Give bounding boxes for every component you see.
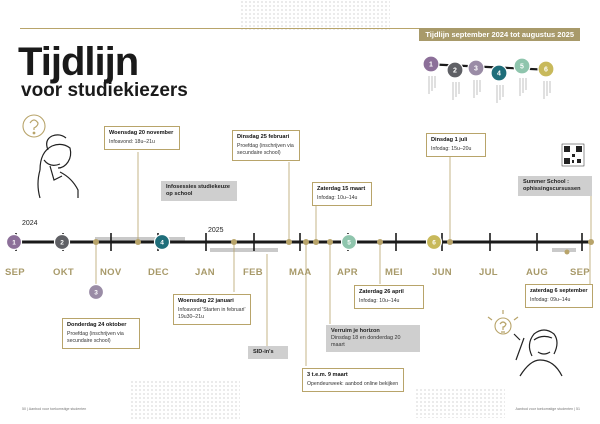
footer-left: 50 | Aanbod voor toekomstige studenten — [22, 407, 87, 411]
timeline-markers: 1 2 3 4 5 6 — [5, 233, 443, 301]
timeline-marker: 6 — [425, 233, 443, 251]
event-card-okt24: Donderdag 24 oktober Proefdag (inschrijv… — [62, 318, 140, 349]
page-subtitle: voor studiekiezers — [21, 80, 188, 101]
marker-number: 1 — [429, 62, 433, 69]
timeline-marker: 5 — [340, 233, 358, 251]
period-bar-summer — [552, 248, 576, 252]
event-card-summer: Summer School : ophissingscursussen — [518, 176, 592, 196]
event-text: Proefdag (inschrijven via secundaire sch… — [237, 143, 294, 156]
marker-number: 2 — [60, 239, 64, 246]
marker-number: 1 — [12, 239, 16, 246]
qr-code-icon — [561, 143, 585, 167]
legend-axis — [423, 62, 553, 72]
event-card-sep6: zaterdag 6 september Infodag: 09u–14u — [525, 284, 593, 308]
marker-number: 3 — [474, 66, 478, 73]
timeline-marker: 4 — [153, 233, 171, 251]
marker-number: 2 — [453, 68, 457, 75]
marker-number: 4 — [160, 239, 164, 246]
legend-marker: 6 — [537, 60, 555, 99]
event-text: Infodag: 09u–14u — [530, 297, 571, 303]
legend-marker: 3 — [467, 59, 485, 98]
month-label: OKT — [53, 267, 74, 278]
marker-number: 3 — [94, 289, 98, 296]
period-bar-autumn — [95, 237, 185, 241]
event-title: Dinsdag 1 juli — [431, 137, 468, 143]
event-title: Dinsdag 25 februari — [237, 134, 290, 140]
month-label: SEP — [570, 267, 590, 278]
year-label-2024: 2024 — [22, 220, 38, 227]
event-text: Infoavond 'Starten in februari' 19u30–21… — [178, 307, 246, 320]
decor-dots-bottom-left — [130, 380, 240, 420]
event-text: Proefdag (inschrijven via secundaire sch… — [67, 331, 124, 344]
legend-marker: 1 — [422, 55, 440, 94]
event-title: Woensdag 20 november — [109, 130, 174, 136]
month-label: JUL — [479, 267, 498, 278]
event-card-jan22: Woensdag 22 januari Infoavond 'Starten i… — [173, 294, 251, 325]
page-title: Tijdlijn — [18, 40, 139, 84]
timeline-marker: 1 — [5, 233, 23, 251]
event-card-infosessies: Infosessies studiekeuze op school — [161, 181, 237, 201]
marker-number: 5 — [347, 239, 351, 246]
decor-dots-bottom-right — [415, 388, 505, 418]
event-card-sidins: SID-in's — [248, 346, 288, 359]
header-rule — [20, 28, 580, 29]
event-title: Infosessies studiekeuze op school — [166, 184, 231, 197]
period-bar-sidins — [210, 248, 278, 252]
event-card-horizon: Verruim je horizon Dinsdag 18 en donderd… — [326, 325, 420, 352]
idea-person-icon — [487, 310, 563, 377]
month-label: AUG — [526, 267, 549, 278]
month-label: MEI — [385, 267, 403, 278]
footer-right: Aanbod voor toekomstige studenten | 51 — [515, 407, 580, 411]
month-label: NOV — [100, 267, 122, 278]
event-text: Dinsdag 18 en donderdag 20 maart — [331, 335, 401, 348]
event-card-feb25: Dinsdag 25 februari Proefdag (inschrijve… — [232, 130, 300, 161]
event-card-apr26: Zaterdag 26 april Infodag: 10u–14u — [354, 285, 424, 309]
month-label: JUN — [432, 267, 452, 278]
header-banner: Tijdlijn september 2024 tot augustus 202… — [419, 28, 580, 41]
marker-number: 6 — [432, 239, 436, 246]
event-text: Infodag: 10u–14u — [317, 195, 358, 201]
event-title: Zaterdag 15 maart — [317, 186, 366, 192]
event-title: 3 t.e.m. 9 maart — [307, 372, 348, 378]
event-title: Donderdag 24 oktober — [67, 322, 127, 328]
decor-dots-top — [240, 0, 390, 30]
event-title: Summer School : ophissingscursussen — [523, 179, 581, 192]
event-text: Infodag: 10u–14u — [359, 298, 400, 304]
marker-number: 4 — [497, 71, 501, 78]
month-label: APR — [337, 267, 358, 278]
timeline-marker: 3 — [87, 283, 105, 301]
event-card-mrt15: Zaterdag 15 maart Infodag: 10u–14u — [312, 182, 372, 206]
event-text: Infodag: 15u–20u — [431, 146, 472, 152]
timeline-marker: 2 — [53, 233, 71, 251]
month-label: FEB — [243, 267, 263, 278]
legend-marker: 4 — [490, 64, 508, 103]
year-label-2025: 2025 — [208, 227, 224, 234]
event-card-jul1: Dinsdag 1 juli Infodag: 15u–20u — [426, 133, 486, 157]
legend-markers: 1 2 3 4 5 6 — [422, 55, 555, 103]
month-label: DEC — [148, 267, 169, 278]
marker-number: 5 — [520, 64, 524, 71]
month-label: SEP — [5, 267, 25, 278]
event-text: Opendeurweek: aanbod online bekijken — [307, 381, 399, 387]
legend-marker: 2 — [446, 61, 464, 100]
event-title: Zaterdag 26 april — [359, 289, 404, 295]
event-title: zaterdag 6 september — [530, 288, 588, 294]
marker-number: 6 — [544, 67, 548, 74]
thinking-person-icon — [22, 114, 79, 199]
legend-marker: 5 — [513, 57, 531, 96]
month-label: MAA — [289, 267, 312, 278]
event-title: Woensdag 22 januari — [178, 298, 234, 304]
event-card-mrt3: 3 t.e.m. 9 maart Opendeurweek: aanbod on… — [302, 368, 404, 392]
event-title: Verruim je horizon — [331, 328, 380, 334]
event-card-nov20: Woensdag 20 november Infoavond: 18u–21u — [104, 126, 180, 150]
event-title: SID-in's — [253, 349, 274, 355]
event-text: Infoavond: 18u–21u — [109, 139, 155, 145]
month-label: JAN — [195, 267, 215, 278]
event-dots — [93, 239, 594, 255]
event-connectors — [95, 152, 592, 366]
